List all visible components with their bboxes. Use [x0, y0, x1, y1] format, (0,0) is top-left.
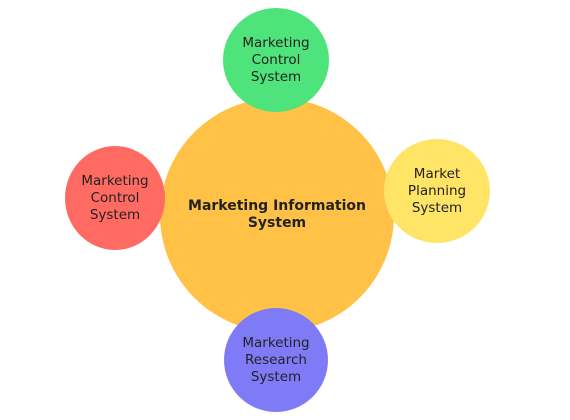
- bottom-node-marketing-research-system: Marketing Research System: [224, 308, 328, 412]
- right-node-market-planning-system: Market Planning System: [384, 139, 490, 243]
- right-node-label: Market Planning System: [407, 165, 467, 216]
- top-node-marketing-control-system: Marketing Control System: [223, 8, 329, 112]
- marketing-information-system-hub: Marketing Information System: [160, 98, 394, 332]
- bottom-node-label: Marketing Research System: [242, 334, 310, 385]
- hub-label: Marketing Information System: [188, 198, 366, 231]
- left-node-marketing-control-system: Marketing Control System: [65, 146, 165, 250]
- top-node-label: Marketing Control System: [242, 34, 310, 85]
- left-node-label: Marketing Control System: [81, 172, 149, 223]
